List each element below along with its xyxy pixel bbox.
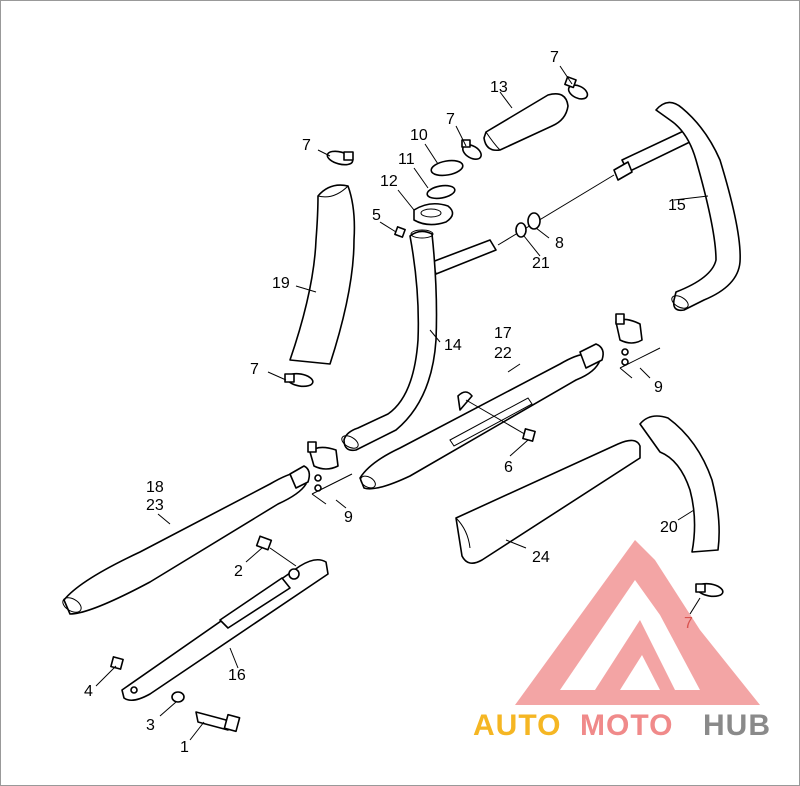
part-10-gasket: [430, 159, 464, 177]
callout-13: 13: [490, 79, 508, 96]
part-5-nut: [394, 226, 406, 238]
watermark-auto: AUTO: [473, 709, 561, 742]
callout-7: 7: [684, 615, 693, 632]
leader-lines: [95, 65, 709, 741]
callout-labels: 7 13 7 10 11 12 5 7 19 7 14 15 8 21 17 2…: [84, 49, 693, 756]
part-1-bolt: [195, 711, 241, 733]
part-3-washer: [171, 691, 185, 703]
callout-21: 21: [532, 255, 550, 272]
callout-15: 15: [668, 197, 686, 214]
callout-12: 12: [380, 173, 398, 190]
clamp-7-right-bottom: [695, 582, 724, 598]
callout-22: 22: [494, 345, 512, 362]
callout-14: 14: [444, 337, 462, 354]
callout-10: 10: [410, 127, 428, 144]
callout-19: 19: [272, 275, 290, 292]
clamp-7-mid: [461, 139, 482, 161]
part-21-washer: [515, 222, 527, 238]
part-15-rear-header: [613, 101, 741, 312]
callout-1: 1: [180, 739, 189, 756]
callout-7: 7: [302, 137, 311, 154]
part-14-front-header: [341, 229, 497, 452]
part-19-heat-shield: [289, 184, 356, 365]
clamp-7-left-top: [326, 150, 354, 166]
callout-7: 7: [550, 49, 559, 66]
clamp-7-left-bottom: [284, 372, 314, 388]
part-24-heat-shield: [455, 439, 641, 564]
callout-17: 17: [494, 325, 512, 342]
part-2-bolt: [255, 535, 297, 567]
callout-11: 11: [398, 151, 415, 168]
part-12-flange: [413, 202, 454, 226]
callout-23: 23: [146, 497, 164, 514]
callout-20: 20: [660, 519, 678, 536]
callout-9: 9: [654, 379, 663, 396]
callout-7: 7: [250, 361, 259, 378]
watermark-logo: [515, 540, 760, 705]
watermark-hub: HUB: [703, 709, 771, 742]
part-13-heat-shield: [483, 93, 569, 152]
callout-2: 2: [234, 563, 243, 580]
part-6-nut: [522, 428, 536, 442]
part-8-washer: [527, 212, 541, 230]
callout-7: 7: [446, 111, 455, 128]
callout-18: 18: [146, 479, 164, 496]
callout-6: 6: [504, 459, 513, 476]
part-9-clamp-right: [615, 313, 661, 379]
callout-4: 4: [84, 683, 93, 700]
part-11-retaining-ring: [426, 184, 456, 200]
callout-5: 5: [372, 207, 381, 224]
part-20-heat-shield: [639, 415, 720, 553]
part-17-22-muffler: [359, 343, 604, 490]
callout-24: 24: [532, 549, 550, 566]
watermark-moto: MOTO: [580, 709, 673, 742]
part-18-23-muffler: [62, 465, 311, 615]
callout-16: 16: [228, 667, 246, 684]
part-4-nut: [110, 656, 124, 670]
callout-3: 3: [146, 717, 155, 734]
clamp-7-top: [564, 76, 589, 100]
callout-9: 9: [344, 509, 353, 526]
part-16-bracket: [121, 558, 329, 702]
part-9-clamp-left: [307, 441, 353, 505]
callout-8: 8: [555, 235, 564, 252]
